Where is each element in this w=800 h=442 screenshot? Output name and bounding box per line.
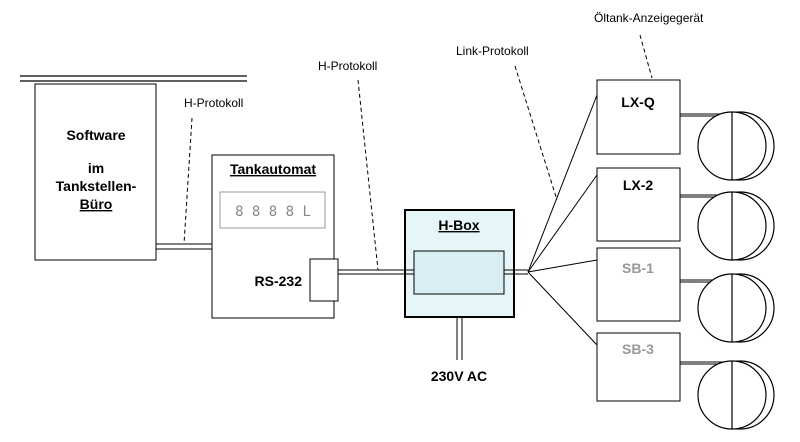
h-protokoll-mid-label: H-Protokoll (318, 59, 377, 73)
rs232-hbox-link (338, 269, 405, 275)
tank-icon (697, 191, 775, 261)
device-sb1-label: SB-1 (622, 260, 654, 276)
rs232-label: RS-232 (255, 273, 303, 289)
software-label-2: im (88, 160, 104, 176)
link-protokoll-pointer (514, 65, 558, 201)
h-protokoll-mid-pointer (357, 79, 379, 271)
oeltank-anzeige-label: Öltank-Anzeigegerät (594, 11, 704, 25)
h-protokoll-left-pointer (183, 117, 193, 245)
hbox-through-line (405, 269, 528, 275)
hbox-label: H-Box (438, 217, 479, 233)
rs232-port (309, 258, 339, 302)
device-sb1: SB-1 (596, 247, 775, 343)
device-lxq: LX-Q (596, 79, 775, 181)
oeltank-anzeige-pointer (639, 34, 653, 79)
hbox-inner-module (413, 250, 505, 295)
tankautomat-label: Tankautomat (230, 161, 316, 177)
software-label-4: Büro (80, 196, 113, 212)
tank-icon (697, 273, 775, 343)
power-label: 230V AC (431, 368, 487, 384)
tank-icon (697, 360, 775, 430)
software-label-1: Software (66, 127, 125, 143)
software-tankautomat-link (156, 243, 212, 250)
link-protokoll-label: Link-Protokoll (456, 44, 529, 58)
device-lx2-label: LX-2 (623, 177, 654, 193)
software-box (34, 83, 157, 261)
tank-icon (697, 111, 775, 181)
device-sb3-label: SB-3 (622, 341, 654, 357)
device-lx2: LX-2 (596, 167, 775, 261)
h-protokoll-left-label: H-Protokoll (184, 96, 243, 110)
device-lxq-label: LX-Q (621, 94, 655, 110)
device-fanout-lines (527, 94, 598, 346)
software-label-3: Tankstellen- (56, 178, 137, 194)
display-window (219, 191, 326, 229)
roof-line (20, 75, 247, 82)
power-cable (456, 317, 463, 360)
device-sb3: SB-3 (596, 332, 775, 430)
display-readout: 8 8 8 8 L (235, 204, 311, 220)
